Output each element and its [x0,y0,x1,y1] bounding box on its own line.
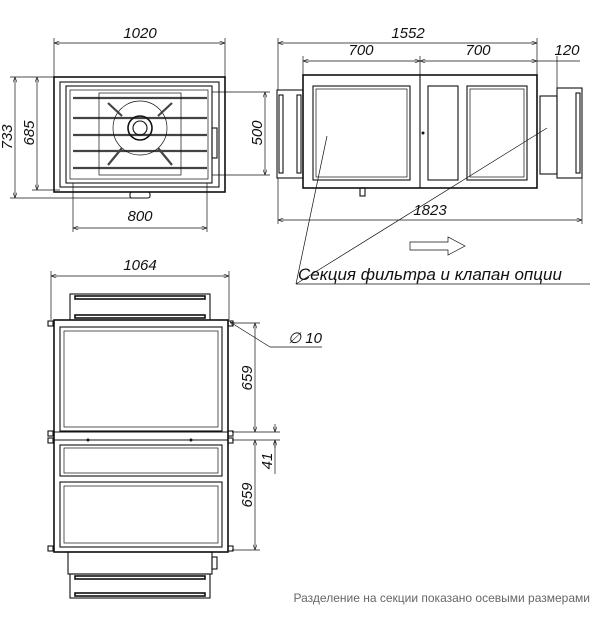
dim-side-section-1: 700 [348,42,374,59]
dim-front-opening-width: 800 [127,208,153,225]
dim-top-width: 1064 [123,257,156,274]
dim-front-opening-height: 500 [249,120,266,146]
dim-side-body-length: 1552 [391,25,425,42]
dim-front-height-total: 733 [0,124,16,150]
dim-hole-diameter: ∅ 10 [288,330,323,347]
dim-front-height-body: 685 [21,120,38,146]
dim-top-section-lower: 659 [239,482,256,508]
side-view: 1552 700 700 120 1823 Секция фильтра и к… [276,25,590,285]
dim-side-section-2: 700 [465,42,491,59]
front-view: 1020 733 685 500 800 [0,25,270,232]
dim-side-total-length: 1823 [413,202,447,219]
airflow-arrow-icon [409,236,466,256]
dim-top-section-upper: 659 [239,365,256,391]
footnote: Разделение на секции показано осевыми ра… [294,591,590,605]
dim-side-damper: 120 [554,42,580,59]
callout-filter-section: Секция фильтра и клапан опции [298,265,562,284]
top-view: 1064 ∅ 10 659 41 659 [47,257,323,599]
dim-top-gap: 41 [259,453,276,470]
dim-front-width: 1020 [123,25,157,42]
